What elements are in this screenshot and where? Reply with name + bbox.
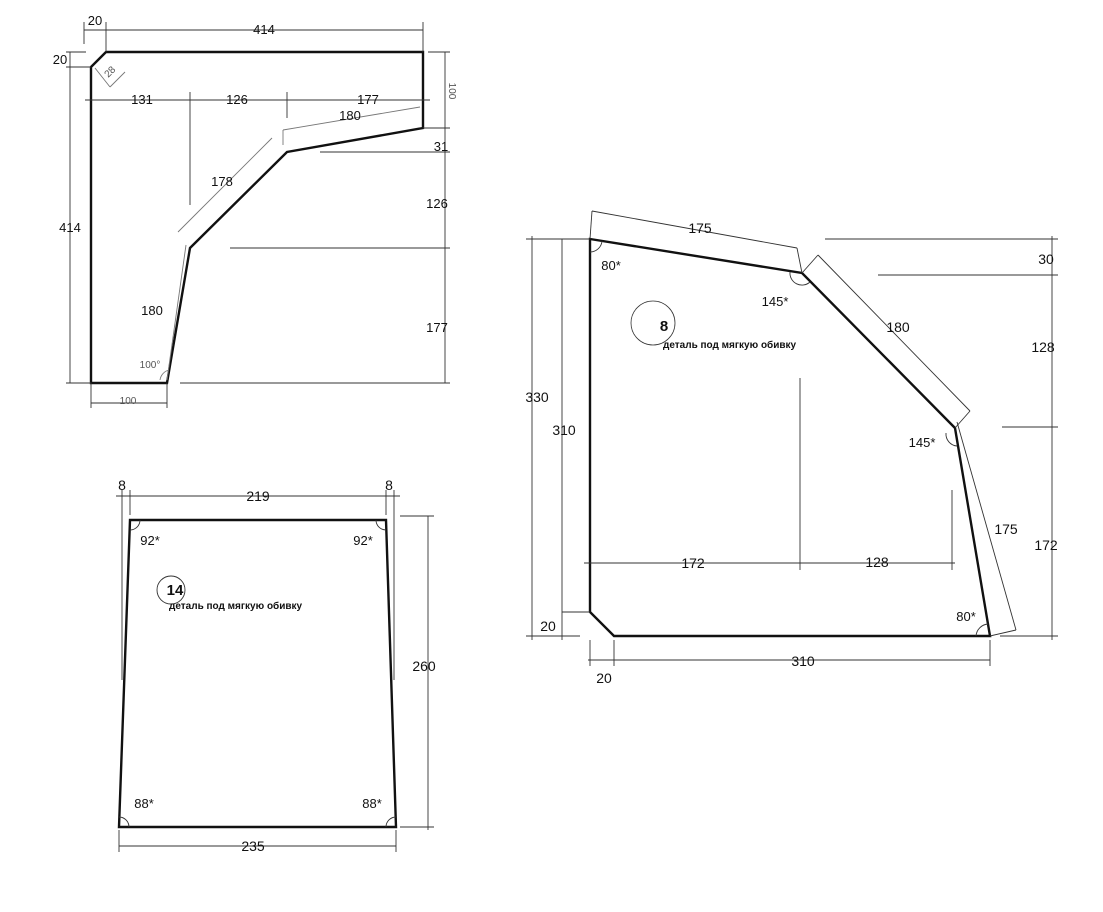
dim-label: 235 [241,838,265,854]
angle-label: 145* [762,294,789,309]
dim-label: 219 [246,488,270,504]
dim-label: 20 [540,618,556,634]
part-number-circle [156,575,186,605]
dim-label: 310 [791,653,815,669]
trapezoid-drawing: 14 деталь под мягкую обивку 8 219 8 92* … [116,477,436,854]
l-shape-outline [89,50,425,385]
angle-label: 92* [353,533,373,548]
dim-label: 177 [426,320,448,335]
dim-label: 128 [1031,339,1055,355]
angle-label: 80* [956,609,976,624]
dim-label: 126 [426,196,448,211]
part-number-circle [630,300,676,346]
polygon-dimension-lines [526,210,1058,666]
dim-label: 28 [103,64,119,80]
angle-label: 88* [134,796,154,811]
dim-label: 414 [59,220,81,235]
angle-label: 100° [140,360,161,371]
l-shape-drawing: 20 414 20 414 28 131 126 177 180 178 180… [53,13,457,408]
dim-label: 260 [412,658,436,674]
dim-label: 180 [141,303,163,318]
dim-label: 172 [681,555,705,571]
l-shape-edge-dimensions [94,67,421,381]
part-note: деталь под мягкую обивку [169,600,303,612]
dim-label: 126 [226,92,248,107]
dim-label: 100 [120,396,137,407]
dim-label: 31 [434,139,448,154]
angle-label: 80* [601,258,621,273]
dim-label: 172 [1034,537,1058,553]
angle-label: 88* [362,796,382,811]
angle-label: 92* [140,533,160,548]
dim-label: 131 [131,92,153,107]
part-note: деталь под мягкую обивку [663,339,797,351]
dim-label: 330 [525,389,549,405]
angle-label: 145* [909,435,936,450]
dim-label: 180 [886,319,910,335]
l-shape-dimension-lines [66,22,450,408]
dim-label: 20 [53,52,67,67]
dim-label: 178 [211,174,233,189]
dim-label: 20 [596,670,612,686]
dim-label: 175 [688,220,712,236]
dim-label: 20 [88,13,102,28]
trapezoid-dimension-lines [116,490,434,852]
trapezoid-outline [117,518,398,829]
dim-label: 414 [253,22,275,37]
dim-label: 8 [385,477,393,493]
polygon-drawing: 8 деталь под мягкую обивку 175 180 175 8… [525,210,1058,686]
dim-label: 180 [339,108,361,123]
dim-label: 177 [357,92,379,107]
dim-label: 128 [865,554,889,570]
dim-label: 100 [446,83,457,100]
dim-label: 8 [118,477,126,493]
dim-label: 310 [552,422,576,438]
part-number: 14 [167,582,184,599]
dim-label: 175 [994,521,1018,537]
part-number: 8 [660,318,668,335]
dim-label: 30 [1038,251,1054,267]
